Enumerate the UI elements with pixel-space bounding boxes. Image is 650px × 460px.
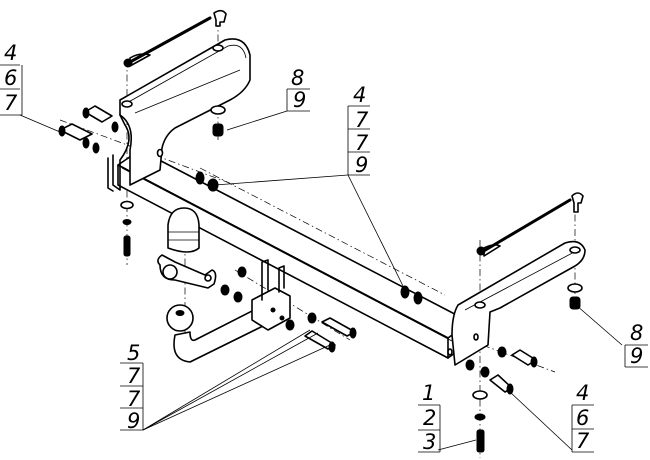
callout-center-beam-nuts: 4 7 7 9 xyxy=(347,83,370,177)
callout-left-top-nut: 8 9 xyxy=(286,66,310,112)
callout-number: 4 xyxy=(4,41,17,65)
left-fasteners xyxy=(58,105,226,257)
tow-ball-arm xyxy=(166,259,291,363)
callout-number: 5 xyxy=(127,341,140,365)
callout-number: 7 xyxy=(355,108,369,132)
callout-number: 6 xyxy=(4,66,17,90)
callout-number: 8 xyxy=(630,321,643,345)
callout-number: 7 xyxy=(127,364,141,388)
callout-number: 7 xyxy=(127,387,141,411)
right-fasteners xyxy=(465,283,583,453)
left-bracket xyxy=(107,38,251,192)
callout-number: 4 xyxy=(353,83,366,107)
callout-left-bracket-bolts: 4 6 7 xyxy=(0,41,23,116)
callout-number: 9 xyxy=(355,153,368,177)
callout-number: 4 xyxy=(576,381,589,405)
leader-lines xyxy=(19,110,623,451)
left-strap xyxy=(123,9,227,68)
callout-number: 9 xyxy=(293,88,306,112)
callout-right-bracket-bolts: 4 6 7 xyxy=(571,381,594,453)
callout-number: 1 xyxy=(422,381,435,405)
ball-cover xyxy=(167,207,200,253)
callout-number: 7 xyxy=(4,91,18,115)
callout-number: 9 xyxy=(630,344,643,368)
right-strap xyxy=(476,192,584,257)
callout-number: 7 xyxy=(355,131,369,155)
callout-number: 2 xyxy=(423,406,436,430)
callout-number: 3 xyxy=(423,430,436,454)
callout-bottom-bolt: 1 2 3 xyxy=(418,381,441,454)
callout-number: 6 xyxy=(576,406,589,430)
socket-bracket xyxy=(157,254,217,289)
callout-right-top-nut: 8 9 xyxy=(624,321,648,368)
callout-number: 7 xyxy=(576,429,590,453)
callout-number: 8 xyxy=(291,66,304,90)
callout-ball-mount-bolts: 5 7 7 9 xyxy=(120,341,144,433)
right-bracket xyxy=(447,240,586,366)
callout-number: 9 xyxy=(127,409,140,433)
